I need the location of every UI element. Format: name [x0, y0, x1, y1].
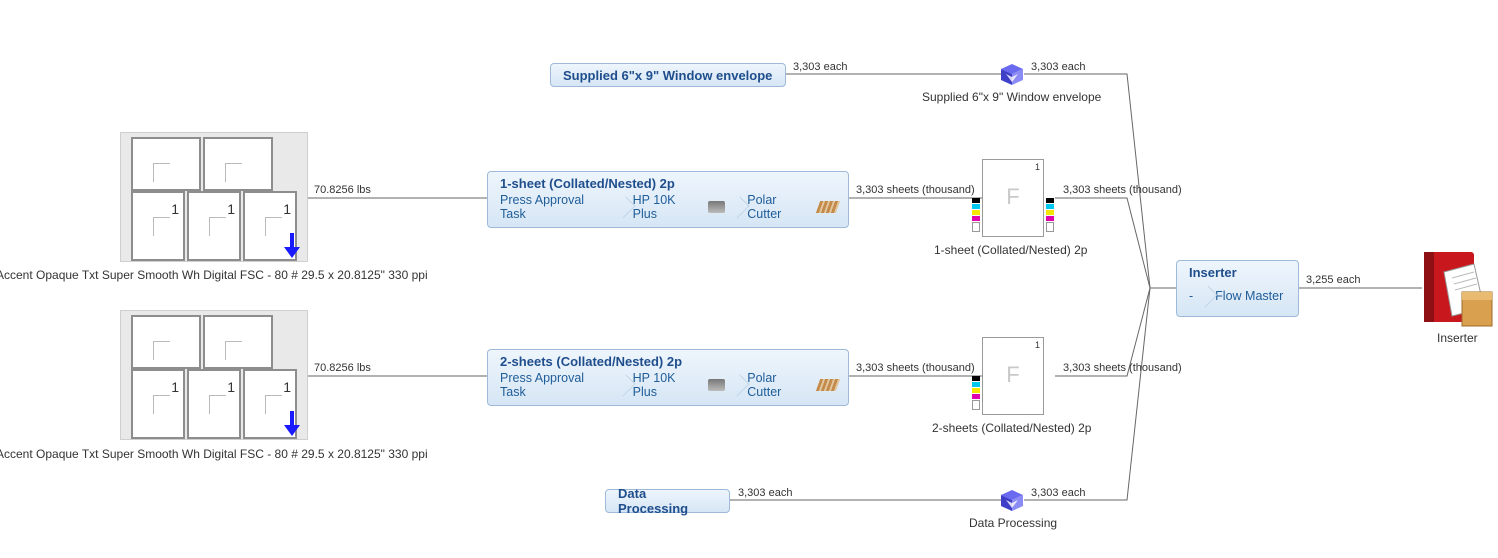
process-steps: Press Approval Task HP 10K Plus Polar Cu… — [488, 193, 848, 221]
process-steps: Press Approval Task HP 10K Plus Polar Cu… — [488, 371, 848, 399]
process-node-1[interactable]: 1-sheet (Collated/Nested) 2p Press Appro… — [487, 171, 849, 228]
page-thumb — [131, 315, 201, 369]
process-2-out-qty: 3,303 sheets (thousand) — [856, 362, 975, 374]
cmyk-swatch — [972, 198, 980, 233]
step-hp-10k-plus[interactable]: HP 10K Plus — [621, 193, 736, 221]
page-thumb — [203, 315, 273, 369]
proof-1-out-qty: 3,303 sheets (thousand) — [1063, 184, 1182, 196]
step-hp-10k-plus[interactable]: HP 10K Plus — [621, 371, 736, 399]
down-arrow-icon — [284, 233, 300, 258]
cmyk-swatch — [1046, 198, 1054, 233]
cutter-icon — [816, 379, 841, 391]
process-1-out-qty: 3,303 sheets (thousand) — [856, 184, 975, 196]
printer-icon — [707, 379, 726, 391]
stock-layout-2[interactable]: 1 1 1 — [120, 310, 308, 440]
stock-caption-2: Accent Opaque Txt Super Smooth Wh Digita… — [0, 447, 428, 461]
proof-1-caption: 1-sheet (Collated/Nested) 2p — [934, 243, 1088, 257]
data-processing-qty-out: 3,303 each — [1031, 487, 1086, 499]
cutter-icon — [816, 201, 841, 213]
step-press-approval[interactable]: Press Approval Task — [500, 193, 585, 221]
inserter-title: Inserter — [1189, 265, 1237, 280]
process-title: 2-sheets (Collated/Nested) 2p — [500, 354, 683, 369]
proof-2-out-qty: 3,303 sheets (thousand) — [1063, 362, 1182, 374]
page-thumb: 1 — [131, 191, 185, 261]
supplied-qty-in: 3,303 each — [793, 61, 848, 73]
printer-icon — [707, 201, 726, 213]
stock-layout-1[interactable]: 1 1 1 — [120, 132, 308, 262]
step-flow-master[interactable]: Flow Master — [1203, 282, 1293, 310]
step-polar-cutter[interactable]: Polar Cutter — [735, 371, 848, 399]
inserter-caption: Inserter — [1437, 331, 1478, 345]
data-processing-caption: Data Processing — [969, 516, 1058, 530]
stock-weight-2: 70.8256 lbs — [314, 362, 371, 374]
package-box-icon — [1001, 64, 1023, 85]
proof-thumb-1[interactable]: 1 F — [982, 159, 1044, 237]
supplied-qty-out: 3,303 each — [1031, 61, 1086, 73]
step-polar-cutter[interactable]: Polar Cutter — [735, 193, 848, 221]
data-processing-qty-in: 3,303 each — [738, 487, 793, 499]
step-press-approval[interactable]: Press Approval Task — [500, 371, 585, 399]
inserter-out-qty: 3,255 each — [1306, 274, 1361, 286]
down-arrow-icon — [284, 411, 300, 436]
inserter-node[interactable]: Inserter - Flow Master — [1176, 260, 1299, 317]
supplied-envelope-node[interactable]: Supplied 6"x 9" Window envelope — [550, 63, 786, 87]
proof-2-caption: 2-sheets (Collated/Nested) 2p — [932, 421, 1092, 435]
data-processing-node[interactable]: Data Processing — [605, 486, 730, 516]
step-none[interactable]: - — [1189, 289, 1194, 303]
process-node-2[interactable]: 2-sheets (Collated/Nested) 2p Press Appr… — [487, 349, 849, 406]
page-thumb — [131, 137, 201, 191]
page-thumb: 1 — [187, 191, 241, 261]
package-box-icon — [1001, 490, 1023, 511]
supplied-caption: Supplied 6"x 9" Window envelope — [922, 90, 1102, 104]
process-title: 1-sheet (Collated/Nested) 2p — [500, 176, 675, 191]
page-thumb — [203, 137, 273, 191]
binder-icon — [1424, 252, 1493, 327]
cmyk-swatch — [972, 376, 980, 411]
stock-weight-1: 70.8256 lbs — [314, 184, 371, 196]
page-thumb: 1 — [187, 369, 241, 439]
inserter-steps: - Flow Master — [1177, 282, 1298, 310]
page-thumb: 1 — [131, 369, 185, 439]
proof-thumb-2[interactable]: 1 F — [982, 337, 1044, 415]
stock-caption-1: Accent Opaque Txt Super Smooth Wh Digita… — [0, 268, 428, 282]
